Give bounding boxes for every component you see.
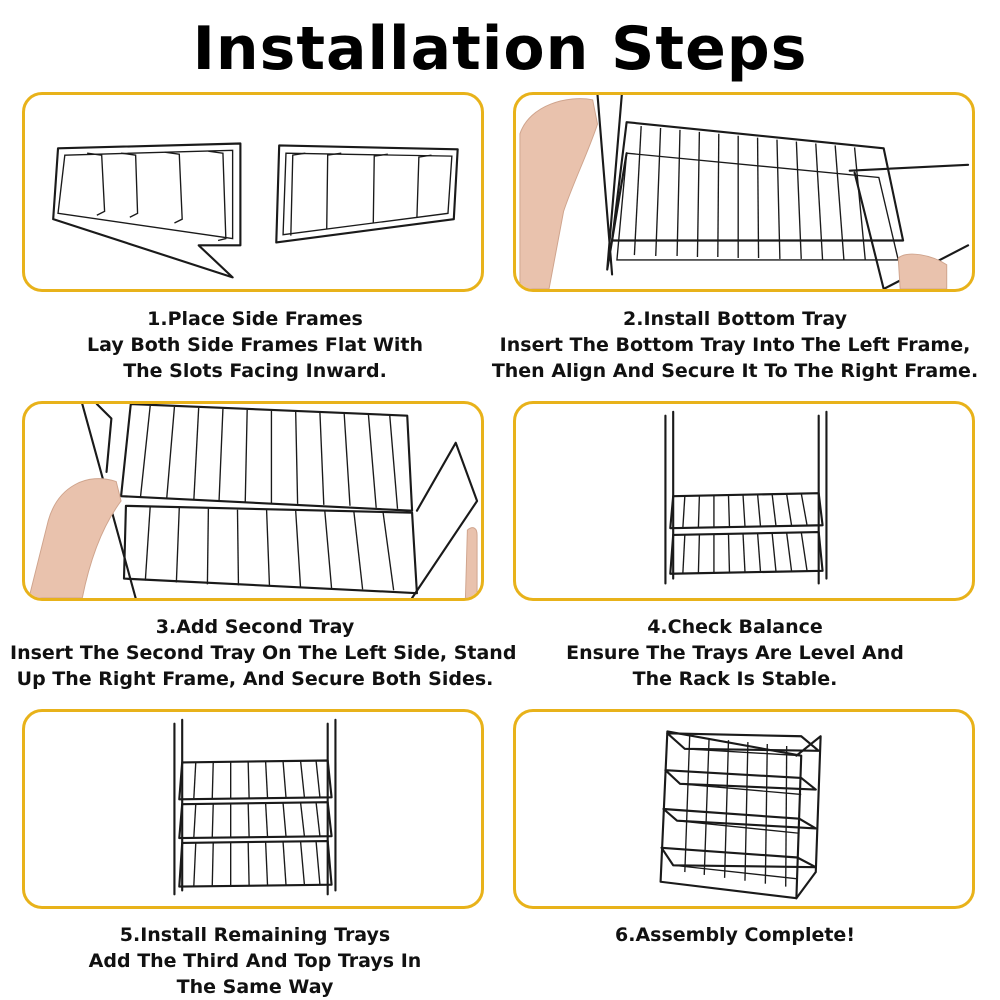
lower-tray [122,504,418,595]
upper-tray [120,404,414,512]
step-1-line-2: The Slots Facing Inward. [123,360,387,382]
step-1-image [22,92,484,292]
right-side-frame [275,144,459,244]
step-5-line-2: The Same Way [176,976,334,998]
step-4-title: 4.Check Balance [647,616,823,638]
step-6-image [513,709,975,909]
hand-right [464,527,478,598]
step-3-line-2: Up The Right Frame, And Secure Both Side… [16,668,494,690]
right-frame [795,735,822,900]
step-4-caption: 4.Check Balance Ensure The Trays Are Lev… [490,614,980,692]
step-3-line-1: Insert The Second Tray On The Left Side,… [10,642,517,664]
completed-rack-illustration [659,730,822,900]
step-3-title: 3.Add Second Tray [155,616,355,638]
side-frames-illustration [52,142,459,279]
tray-2 [669,530,824,575]
step-6-caption: 6.Assembly Complete! [490,922,980,948]
step-2-line-1: Insert The Bottom Tray Into The Left Fra… [499,334,971,356]
step-5-image [22,709,484,909]
tray-bottom [178,839,333,888]
bottom-tray [611,121,905,261]
three-tray-rack-illustration [173,718,337,896]
step-4-image [513,401,975,601]
second-tray-illustration [28,404,479,598]
step-5-line-1: Add The Third And Top Trays In [88,950,422,972]
tray-row-2 [664,769,817,796]
page-title: Installation Steps [192,14,808,84]
step-1-title: 1.Place Side Frames [147,308,363,330]
tray-middle [178,801,333,840]
step-2-title: 2.Install Bottom Tray [623,308,847,330]
tray-top [178,759,333,801]
right-frame [411,441,479,598]
step-4-line-1: Ensure The Trays Are Level And [566,642,904,664]
tray-row-1 [666,732,820,757]
hand-right [897,253,948,289]
tray-1 [669,492,824,530]
step-3-image [22,401,484,601]
step-1-line-1: Lay Both Side Frames Flat With [86,334,424,356]
step-2-image [513,92,975,292]
step-2-line-2: Then Align And Secure It To The Right Fr… [491,360,979,382]
tray-rods [684,736,788,887]
step-6-title: 6.Assembly Complete! [615,924,855,946]
two-tray-rack-illustration [664,410,828,585]
step-5-caption: 5.Install Remaining Trays Add The Third … [10,922,500,1000]
tray-row-4 [660,846,817,880]
step-3-caption: 3.Add Second Tray Insert The Second Tray… [10,614,517,692]
step-4-line-2: The Rack Is Stable. [632,668,838,690]
hand-left [28,478,122,598]
left-frame [596,95,628,276]
left-side-frame [52,142,242,279]
hand-left [519,98,599,289]
bottom-tray-illustration [519,95,970,289]
step-5-title: 5.Install Remaining Trays [119,924,391,946]
step-1-caption: 1.Place Side Frames Lay Both Side Frames… [10,306,500,384]
tray-row-3 [662,807,817,834]
step-2-caption: 2.Install Bottom Tray Insert The Bottom … [490,306,980,384]
